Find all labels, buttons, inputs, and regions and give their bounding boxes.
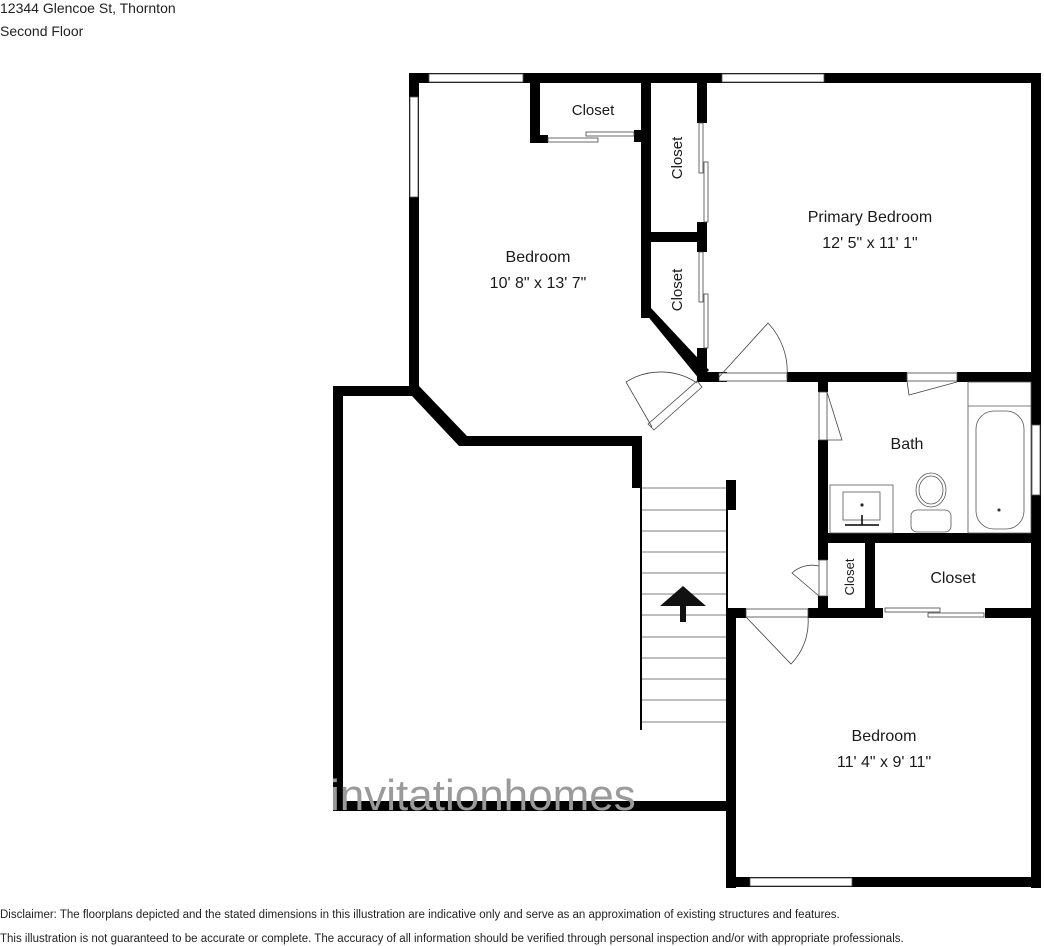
room-bedroom-3-dimensions: 11' 4" x 9' 11" — [837, 754, 931, 771]
floor-label: Second Floor — [0, 23, 84, 39]
room-closet-lower-column: Closet — [669, 268, 686, 311]
watermark: invitationhomes — [330, 771, 636, 820]
walls — [333, 73, 1041, 888]
disclaimer-line-2: This illustration is not guaranteed to b… — [0, 933, 904, 945]
room-bedroom-1-dimensions: 10' 8" x 13' 7" — [490, 275, 587, 292]
room-closet-upper-column: Closet — [669, 136, 686, 179]
disclaimer-line-1: Disclaimer: The floorplans depicted and … — [0, 909, 840, 921]
bath-fixtures — [829, 381, 1032, 534]
room-closet-hall: Closet — [842, 558, 857, 595]
room-primary-bedroom-dimensions: 12' 5" x 11' 1" — [822, 235, 917, 252]
room-bedroom-3-name: Bedroom — [852, 728, 917, 745]
room-bath-name: Bath — [891, 436, 924, 453]
room-closet-large: Closet — [930, 570, 976, 587]
windows — [409, 73, 1041, 887]
room-closet-top: Closet — [572, 102, 615, 119]
room-primary-bedroom-name: Primary Bedroom — [808, 209, 932, 226]
doors — [547, 122, 985, 665]
arrow-up-icon — [660, 586, 706, 622]
room-bedroom-1-name: Bedroom — [506, 249, 571, 266]
property-address: 12344 Glencoe St, Thornton — [0, 0, 176, 16]
